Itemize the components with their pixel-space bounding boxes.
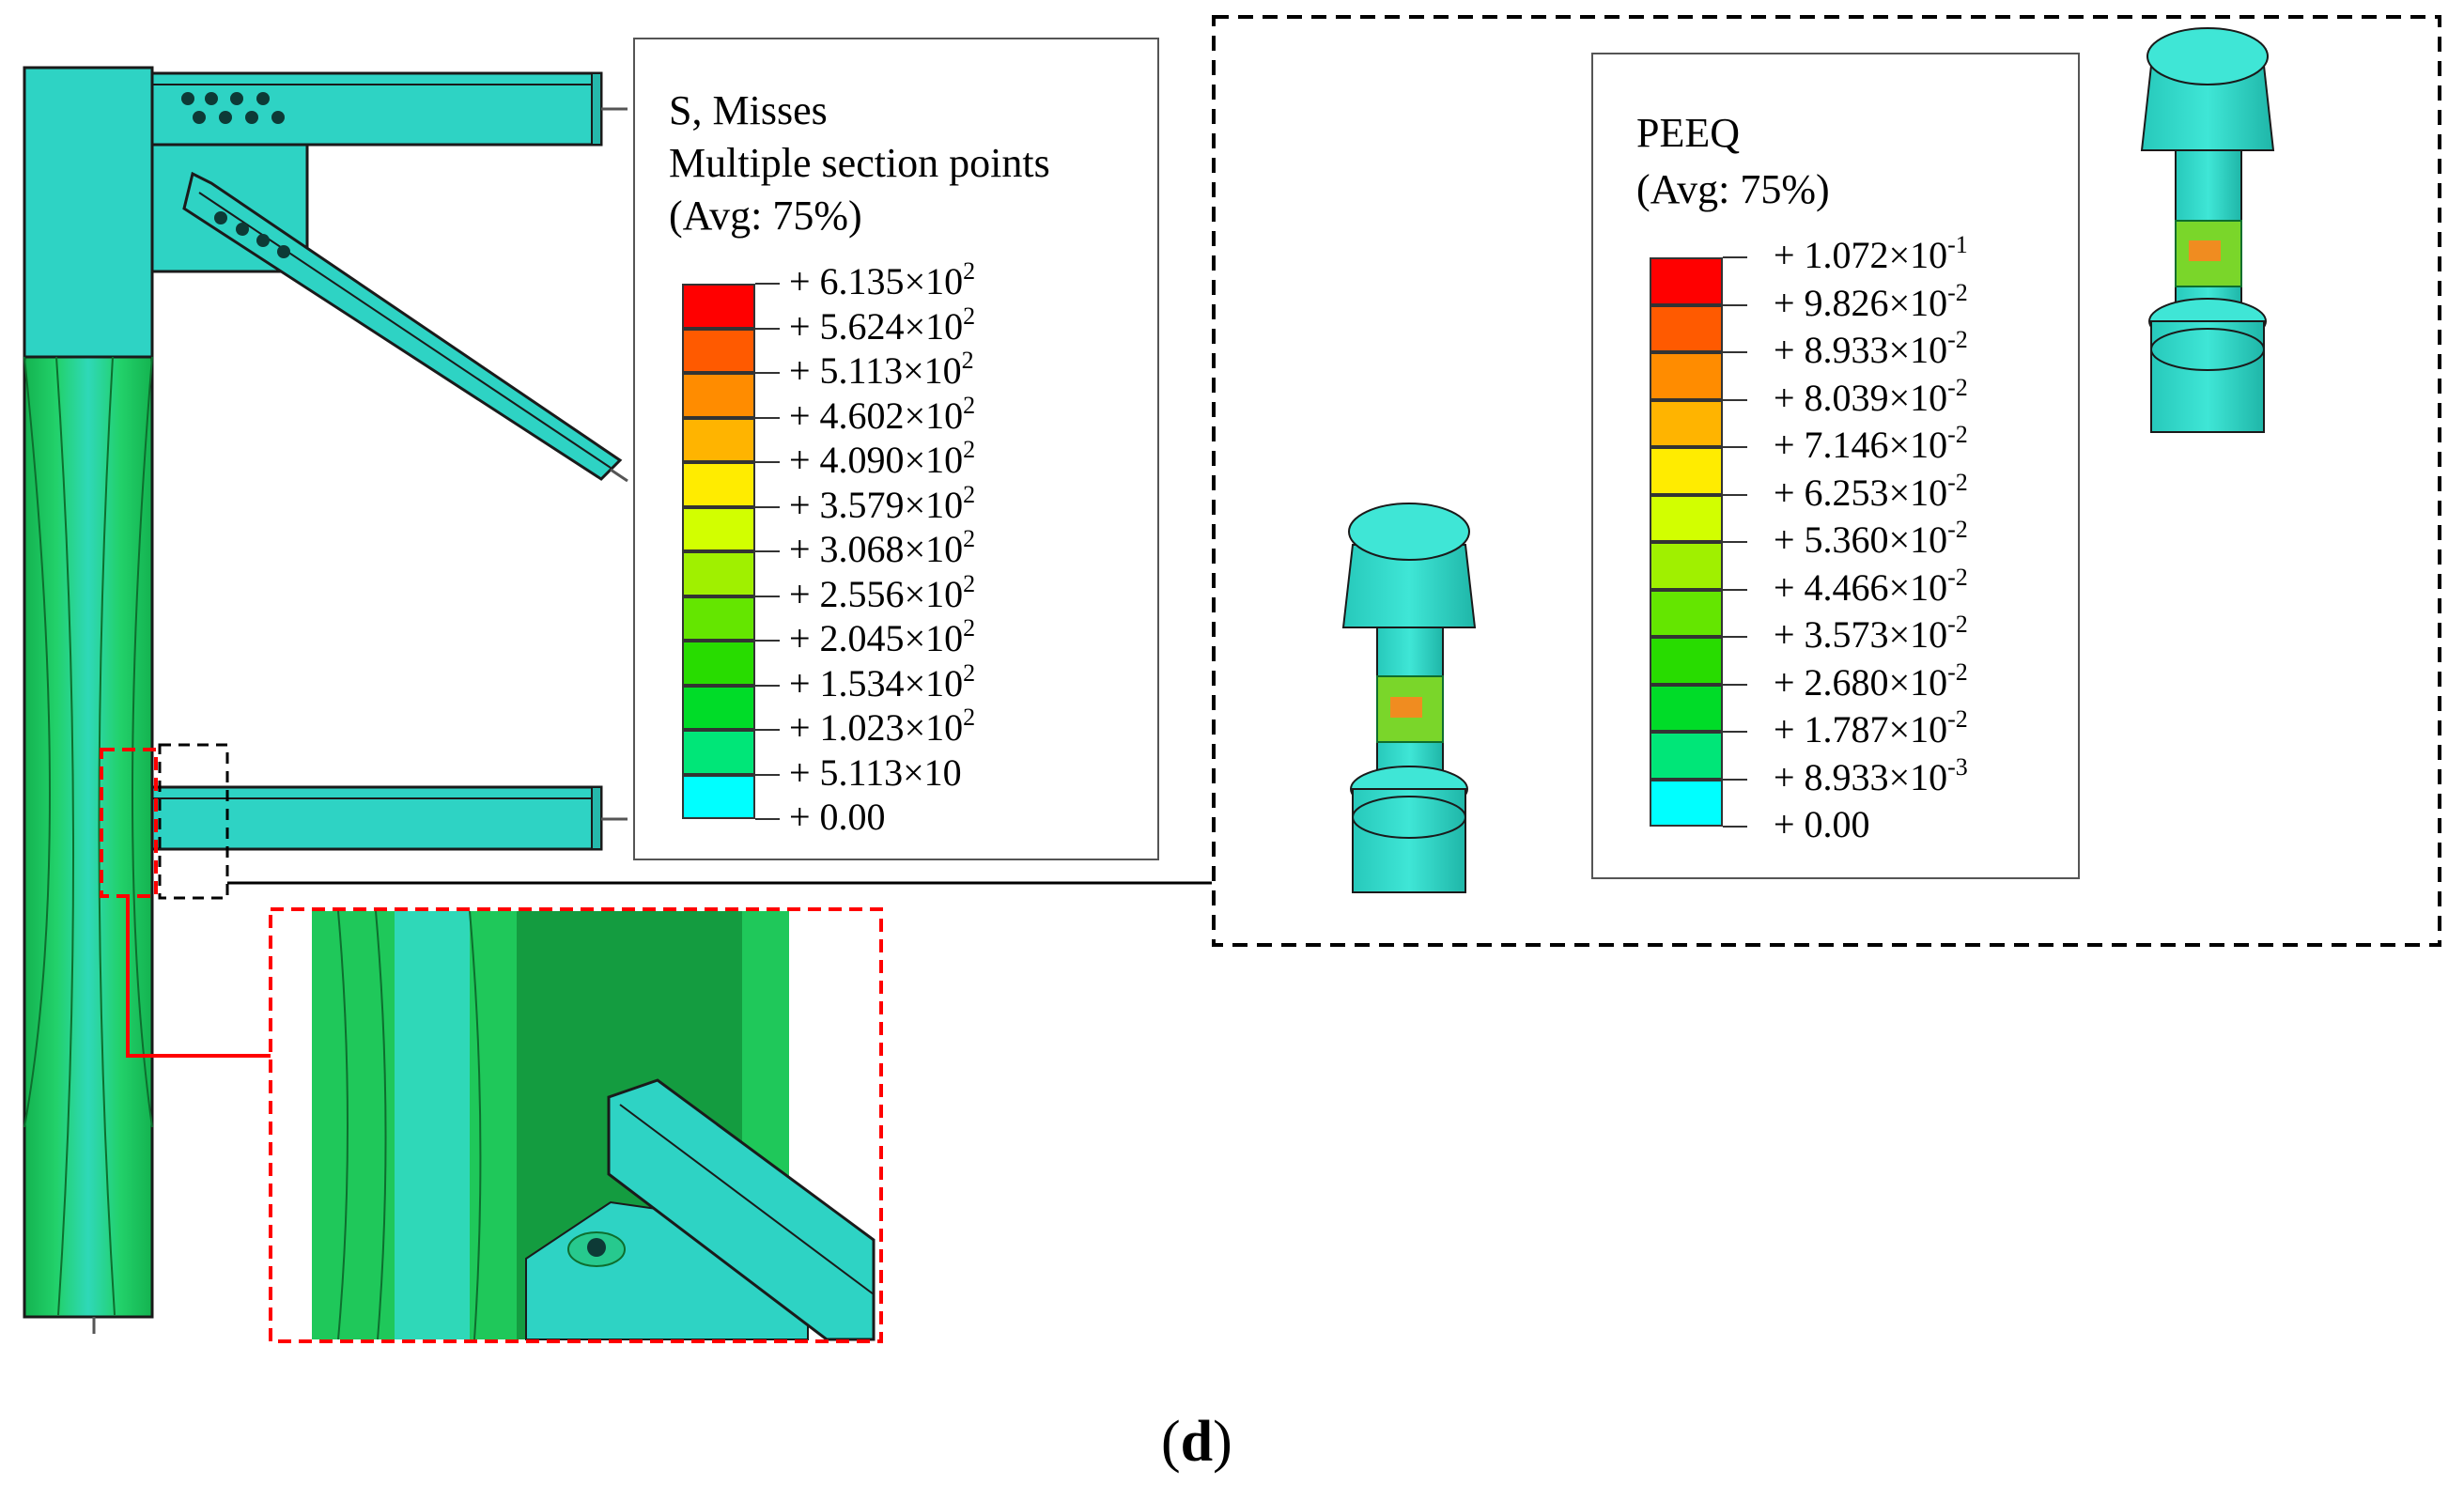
stress-legend-swatch <box>682 641 755 686</box>
upper-beam <box>150 71 628 273</box>
stress-legend-swatch <box>682 685 755 730</box>
peeq-legend-label: + 2.680×10-2 <box>1774 658 1968 704</box>
stress-legend-swatch <box>682 774 755 819</box>
stress-legend-tick <box>755 461 780 463</box>
figure-caption: (d) <box>1161 1409 1232 1476</box>
peeq-legend-tick <box>1723 683 1747 686</box>
stress-legend-tick <box>755 640 780 642</box>
peeq-legend-label: + 8.933×10-2 <box>1774 326 1968 371</box>
peeq-legend-tick <box>1723 731 1747 733</box>
peeq-legend-swatch <box>1650 732 1723 780</box>
stress-legend-swatch <box>682 373 755 418</box>
bolt-right <box>2140 27 2275 433</box>
peeq-legend-label: + 9.826×10-2 <box>1774 278 1968 324</box>
stress-legend-swatch <box>682 284 755 329</box>
peeq-legend-label: + 8.039×10-2 <box>1774 373 1968 419</box>
peeq-legend-title-2: (Avg: 75%) <box>1636 166 1830 212</box>
peeq-legend-tick <box>1723 446 1747 448</box>
peeq-legend-label: + 6.253×10-2 <box>1774 468 1968 514</box>
stress-legend-label: + 3.579×102 <box>789 480 976 526</box>
stress-legend-swatch <box>682 596 755 641</box>
bolt-left <box>1341 503 1477 893</box>
stress-legend-label: + 4.602×102 <box>789 391 976 437</box>
stress-legend-swatch <box>682 328 755 373</box>
stress-legend-label: + 0.00 <box>789 796 886 838</box>
peeq-legend-swatch <box>1650 684 1723 732</box>
peeq-legend-label: + 1.072×10-1 <box>1774 231 1968 276</box>
stress-legend-label: + 5.624×102 <box>789 302 976 348</box>
peeq-legend-swatch <box>1650 589 1723 637</box>
peeq-legend-swatch <box>1650 542 1723 590</box>
stress-legend-label: + 1.023×102 <box>789 704 976 749</box>
peeq-legend-tick <box>1723 351 1747 353</box>
stress-legend-tick <box>755 416 780 419</box>
stress-legend-tick <box>755 327 780 330</box>
peeq-legend-tick <box>1723 256 1747 258</box>
stress-legend-swatch <box>682 417 755 462</box>
peeq-legend-swatch <box>1650 304 1723 352</box>
peeq-legend-swatch <box>1650 399 1723 447</box>
peeq-legend-label: + 7.146×10-2 <box>1774 421 1968 466</box>
peeq-legend-tick <box>1723 778 1747 781</box>
peeq-legend-tick <box>1723 398 1747 401</box>
stress-legend-swatch <box>682 462 755 507</box>
stress-legend-label: + 2.045×102 <box>789 614 976 659</box>
peeq-legend-tick <box>1723 636 1747 638</box>
stress-legend-tick <box>755 773 780 776</box>
peeq-legend-label: + 0.00 <box>1774 803 1870 845</box>
stress-legend-tick <box>755 372 780 374</box>
peeq-legend-swatch <box>1650 494 1723 542</box>
caption-close: ) <box>1213 1410 1232 1474</box>
red-callout <box>100 748 271 1058</box>
upper-bolt-group <box>181 92 285 124</box>
stress-legend-swatch <box>682 730 755 775</box>
peeq-legend-label: + 1.787×10-2 <box>1774 705 1968 750</box>
stress-legend-swatch <box>682 506 755 551</box>
caption-letter: d <box>1180 1410 1214 1474</box>
peeq-legend-swatch <box>1650 779 1723 827</box>
diagonal-brace <box>182 171 628 483</box>
peeq-legend-label: + 4.466×10-2 <box>1774 563 1968 609</box>
stress-legend-label: + 3.068×102 <box>789 525 976 570</box>
stress-legend-tick <box>755 595 780 597</box>
peeq-legend-swatch <box>1650 447 1723 495</box>
stress-legend-tick <box>755 283 780 285</box>
stress-legend-title-1: S, Misses <box>669 87 828 133</box>
stress-legend-label: + 2.556×102 <box>789 569 976 615</box>
peeq-legend-tick <box>1723 493 1747 496</box>
peeq-legend-label: + 3.573×10-2 <box>1774 611 1968 656</box>
peeq-legend-tick <box>1723 826 1747 828</box>
peeq-legend-swatch <box>1650 637 1723 685</box>
stress-legend-tick <box>755 729 780 731</box>
stress-legend-title-3: (Avg: 75%) <box>669 193 862 239</box>
stress-legend-label: + 5.113×10 <box>789 750 962 794</box>
peeq-legend-tick <box>1723 588 1747 591</box>
lower-beam <box>150 785 628 851</box>
peeq-legend-label: + 5.360×10-2 <box>1774 516 1968 561</box>
stress-legend-tick <box>755 505 780 508</box>
stress-legend-tick <box>755 684 780 687</box>
peeq-legend-swatch <box>1650 257 1723 305</box>
caption-open: ( <box>1161 1410 1181 1474</box>
stress-legend-tick <box>755 550 780 552</box>
peeq-legend-tick <box>1723 541 1747 543</box>
peeq-legend-tick <box>1723 303 1747 306</box>
stress-legend-label: + 6.135×102 <box>789 257 976 302</box>
peeq-legend-label: + 8.933×10-3 <box>1774 752 1968 798</box>
peeq-legend-swatch <box>1650 352 1723 400</box>
black-callout <box>158 15 2441 947</box>
stress-legend-label: + 1.534×102 <box>789 658 976 704</box>
stress-legend-label: + 4.090×102 <box>789 436 976 481</box>
stress-legend-label: + 5.113×102 <box>789 347 974 392</box>
zoomed-joint-panel <box>269 907 883 1343</box>
stress-legend-title-2: Multiple section points <box>669 140 1050 186</box>
steel-column <box>23 66 154 1334</box>
stress-legend-swatch <box>682 551 755 596</box>
stress-legend-tick <box>755 818 780 820</box>
peeq-legend-title-1: PEEQ <box>1636 110 1740 156</box>
